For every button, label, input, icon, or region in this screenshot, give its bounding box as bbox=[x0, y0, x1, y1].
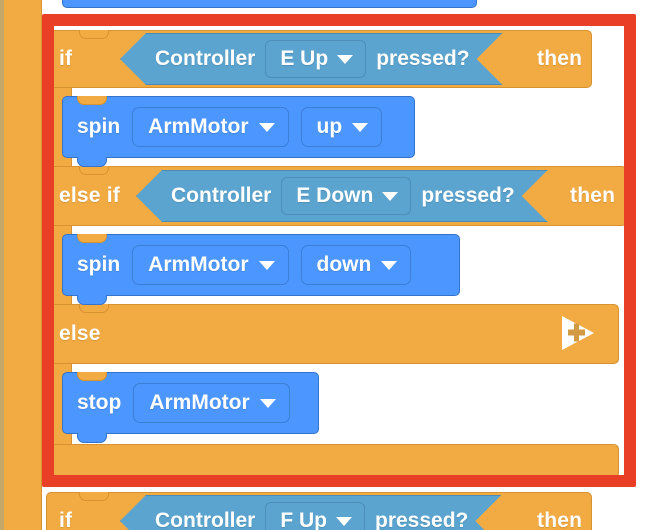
spin-verb-label: spin bbox=[77, 115, 121, 138]
stack-top-notch bbox=[77, 234, 107, 243]
play-plus-icon[interactable] bbox=[557, 313, 599, 353]
motor-value: ArmMotor bbox=[148, 115, 249, 138]
controller-e-down-pressed-condition[interactable]: Controller E Down pressed? bbox=[136, 170, 548, 222]
condition-prefix-label: Controller bbox=[155, 509, 256, 530]
stop-verb-label: stop bbox=[77, 391, 122, 414]
if-then-keyword: then bbox=[537, 47, 583, 70]
stack-top-notch bbox=[77, 96, 107, 105]
controller-button-value: E Up bbox=[280, 47, 329, 70]
motor-dropdown[interactable]: ArmMotor bbox=[132, 107, 289, 147]
stack-bottom-bump bbox=[77, 157, 107, 167]
motor-value: ArmMotor bbox=[149, 391, 250, 414]
controller-e-up-pressed-condition[interactable]: Controller E Up pressed? bbox=[120, 33, 503, 85]
chevron-down-icon bbox=[352, 122, 369, 132]
condition-prefix-label: Controller bbox=[171, 184, 272, 207]
chevron-down-icon bbox=[258, 260, 275, 270]
if-then-keyword-wrap: then bbox=[523, 30, 592, 88]
motor-dropdown[interactable]: ArmMotor bbox=[132, 245, 289, 285]
workspace-left-edge bbox=[0, 0, 4, 530]
controller-button-dropdown[interactable]: E Down bbox=[281, 177, 411, 215]
controller-button-value: E Down bbox=[296, 184, 374, 207]
direction-value: down bbox=[316, 253, 372, 276]
spin-armmotor-up-block[interactable]: spin ArmMotor up bbox=[62, 96, 415, 167]
direction-dropdown[interactable]: down bbox=[300, 245, 412, 285]
direction-value: up bbox=[316, 115, 343, 138]
chevron-down-icon bbox=[258, 122, 275, 132]
clipped-spin-block-top[interactable] bbox=[62, 0, 477, 8]
elseif-then-keyword: then bbox=[570, 184, 616, 207]
else-arm-notch bbox=[79, 304, 109, 313]
next-if-keyword: if bbox=[59, 509, 73, 530]
condition-suffix-label: pressed? bbox=[376, 47, 470, 70]
controller-f-up-pressed-condition[interactable]: Controller F Up pressed? bbox=[120, 495, 501, 530]
if-block-footer[interactable] bbox=[46, 444, 619, 478]
stack-bottom-bump bbox=[77, 433, 107, 443]
if-keyword: if bbox=[59, 47, 73, 70]
stop-armmotor-block[interactable]: stop ArmMotor bbox=[62, 372, 319, 443]
condition-suffix-label: pressed? bbox=[375, 509, 469, 530]
condition-prefix-label: Controller bbox=[155, 47, 256, 70]
chevron-down-icon bbox=[337, 55, 353, 64]
spin-armmotor-down-block[interactable]: spin ArmMotor down bbox=[62, 234, 460, 305]
stack-top-notch bbox=[77, 372, 107, 381]
chevron-down-icon bbox=[382, 192, 398, 201]
elseif-keyword: else if bbox=[59, 184, 120, 207]
next-if-then-keyword: then bbox=[537, 509, 583, 530]
controller-button-dropdown[interactable]: F Up bbox=[265, 502, 365, 530]
next-if-top-notch bbox=[79, 492, 109, 501]
controller-button-value: F Up bbox=[280, 509, 327, 530]
stack-bottom-bump bbox=[77, 295, 107, 305]
parent-c-block-spine[interactable] bbox=[4, 0, 42, 530]
direction-dropdown[interactable]: up bbox=[300, 107, 383, 147]
controller-button-dropdown[interactable]: E Up bbox=[265, 40, 366, 78]
else-block-header[interactable]: else bbox=[46, 304, 619, 364]
if-block-top-notch bbox=[79, 30, 109, 39]
next-if-then-keyword-wrap: then bbox=[523, 492, 592, 530]
condition-suffix-label: pressed? bbox=[421, 184, 515, 207]
elseif-then-keyword-wrap: then bbox=[556, 166, 627, 226]
motor-dropdown[interactable]: ArmMotor bbox=[133, 383, 290, 423]
chevron-down-icon bbox=[259, 398, 276, 408]
chevron-down-icon bbox=[336, 517, 352, 526]
else-keyword: else bbox=[59, 322, 101, 345]
motor-value: ArmMotor bbox=[148, 253, 249, 276]
elseif-arm-notch bbox=[79, 166, 109, 175]
spin-verb-label: spin bbox=[77, 253, 121, 276]
chevron-down-icon bbox=[381, 260, 398, 270]
